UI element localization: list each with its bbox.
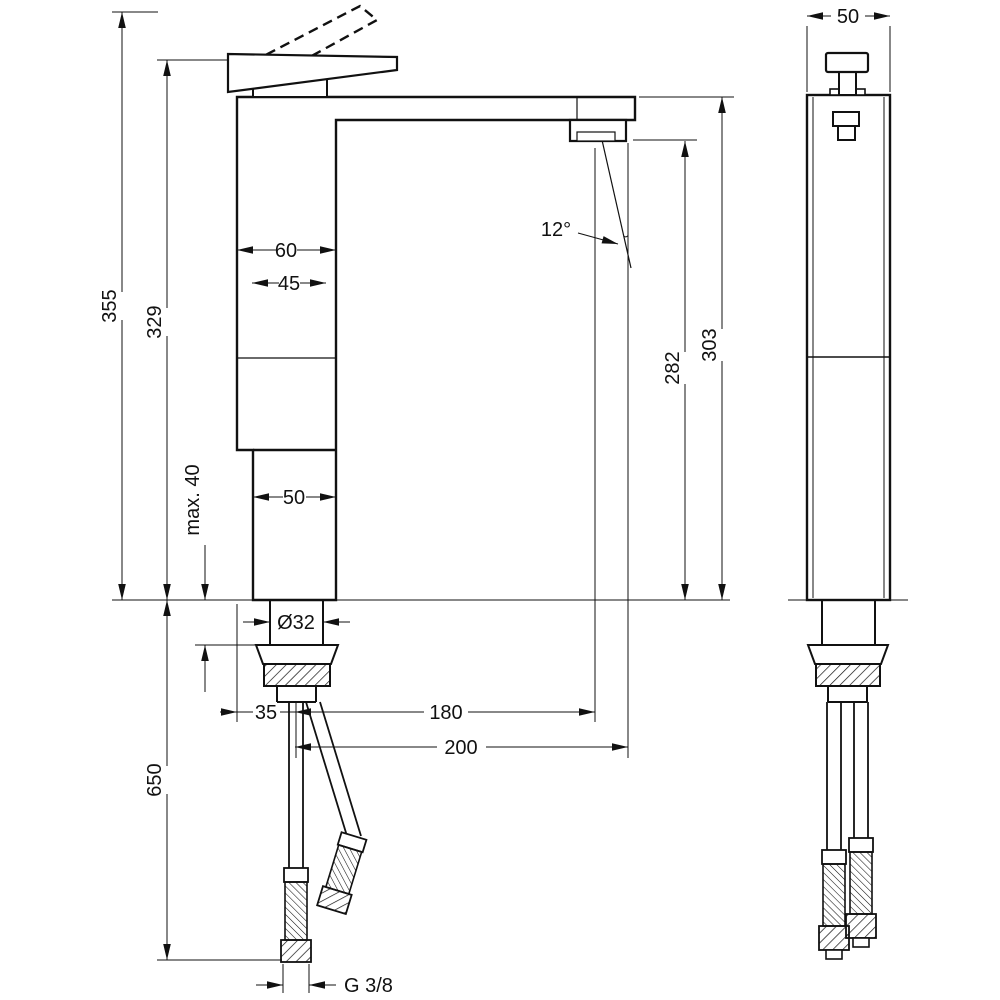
dim-label-body-width: 60 xyxy=(275,240,297,262)
front-extension-lines xyxy=(112,11,734,961)
handle-lever xyxy=(226,52,399,94)
dim-label-lower-body-width: 50 xyxy=(283,487,305,509)
dim-spray-angle: 12° xyxy=(541,219,619,245)
faucet-handle-side xyxy=(824,51,870,96)
dim-front-offset: 35 xyxy=(220,702,312,724)
front-mounting-set xyxy=(254,600,340,703)
dim-spout-reach: 200 xyxy=(295,737,628,759)
side-supply-hoses xyxy=(818,702,877,960)
dim-counter-thickness: max. 40 xyxy=(182,464,209,692)
side-mounting-set xyxy=(806,600,890,703)
dim-connection-thread: G 3/8 xyxy=(256,964,393,997)
dim-shank-diameter: Ø32 xyxy=(243,612,350,634)
side-handle-cap xyxy=(824,51,870,74)
dim-label-aerator-reach: 180 xyxy=(429,702,462,724)
side-aerator xyxy=(832,111,860,127)
dim-label-side-depth: 50 xyxy=(837,6,859,28)
dim-label-spout-reach: 200 xyxy=(444,737,477,759)
dim-spout-top-height: 303 xyxy=(699,97,726,600)
aerator xyxy=(576,131,616,142)
side-aerator-tip xyxy=(837,125,856,141)
side-hose2-braid xyxy=(849,851,873,915)
side-hose2-connector-nut xyxy=(845,913,877,939)
dim-lower-body-width: 50 xyxy=(253,487,336,509)
side-hose-connector-nut xyxy=(818,925,850,951)
side-hose2-ferrule xyxy=(848,837,874,853)
faucet-front-body xyxy=(235,95,637,602)
dim-outlet-height: 282 xyxy=(662,141,689,600)
front-supply-hoses xyxy=(280,701,368,963)
dim-aerator-reach: 180 xyxy=(295,702,595,724)
faucet-body-outline xyxy=(235,95,637,602)
dim-total-height: 355 xyxy=(99,12,126,600)
dim-hose-length: 650 xyxy=(144,600,171,960)
side-clamp-washer xyxy=(806,644,890,665)
dim-height-to-handle: 329 xyxy=(144,60,171,600)
hose-braid xyxy=(284,881,308,941)
clamp-washer xyxy=(254,644,340,665)
side-view: 50 xyxy=(788,6,908,960)
side-hose-ferrule xyxy=(821,849,847,865)
dim-label-outlet-height: 282 xyxy=(662,351,684,384)
dim-body-width: 60 xyxy=(237,240,336,262)
side-hose-tip xyxy=(825,949,843,960)
dim-label-counter-thickness: max. 40 xyxy=(182,464,204,535)
side-body-outline xyxy=(805,93,892,602)
dim-handle-width: 45 xyxy=(252,273,326,295)
hose-ferrule xyxy=(283,867,309,883)
dim-side-depth: 50 xyxy=(806,6,891,92)
dim-label-total-height: 355 xyxy=(99,289,121,322)
mounting-nut xyxy=(263,663,331,687)
angled-hose-connector xyxy=(316,831,368,916)
side-handle-stem xyxy=(838,71,857,96)
front-dimensions: 355 329 650 max. 40 xyxy=(99,12,726,997)
dim-label-shank-diameter: Ø32 xyxy=(277,612,315,634)
faucet-handle-front xyxy=(226,4,399,98)
front-view: 355 329 650 max. 40 xyxy=(99,4,734,997)
dim-label-hose-length: 650 xyxy=(144,763,166,796)
hose-connector-nut xyxy=(280,939,312,963)
side-hose2-tip xyxy=(852,937,870,948)
spray-angle-lines xyxy=(601,139,632,269)
side-hose-braid xyxy=(822,863,846,927)
faucet-side-body xyxy=(805,93,892,602)
side-mounting-nut xyxy=(815,663,881,687)
dim-label-front-offset: 35 xyxy=(255,702,277,724)
dim-label-spray-angle: 12° xyxy=(541,219,571,241)
dim-label-connection-thread: G 3/8 xyxy=(344,975,393,997)
dim-label-spout-top-height: 303 xyxy=(699,328,721,361)
dim-label-handle-width: 45 xyxy=(278,273,300,295)
dim-label-height-to-handle: 329 xyxy=(144,305,166,338)
